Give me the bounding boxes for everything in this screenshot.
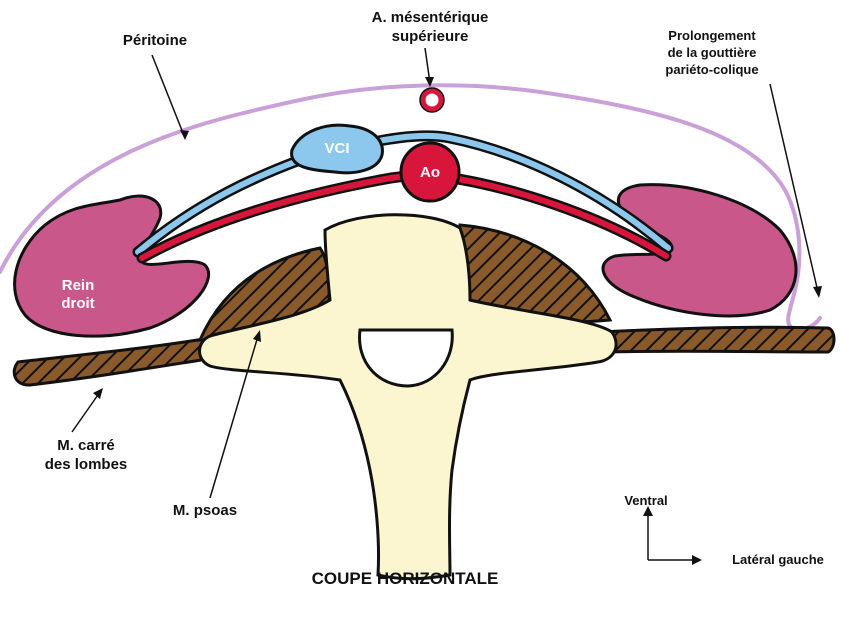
gutter-label-line3: pariéto-colique bbox=[665, 62, 758, 77]
peritoneum-arrowhead bbox=[180, 130, 189, 140]
quadratus-arrowhead bbox=[93, 388, 103, 399]
sma-outline bbox=[419, 87, 445, 113]
quadratus-lumborum-right bbox=[598, 325, 836, 354]
lateral-label: Latéral gauche bbox=[732, 552, 824, 567]
vci-label: VCI bbox=[324, 140, 349, 157]
sma-arrowhead bbox=[425, 77, 434, 87]
aorta-label: Ao bbox=[420, 164, 440, 181]
quadratus-lumborum-left bbox=[12, 336, 216, 387]
diagram-title: COUPE HORIZONTALE bbox=[312, 569, 499, 588]
kidney-label-line2: droit bbox=[61, 295, 94, 312]
psoas-label: M. psoas bbox=[173, 502, 237, 519]
orientation-ventral-arrowhead bbox=[643, 506, 653, 516]
kidney-label-line1: Rein bbox=[62, 277, 95, 294]
superior-mesenteric-artery bbox=[420, 88, 444, 112]
sma-label-line2: supérieure bbox=[392, 28, 469, 45]
gutter-pointer bbox=[769, 83, 819, 293]
psoas-pointer bbox=[209, 335, 259, 499]
peritoneum-line bbox=[0, 83, 822, 332]
quadratus-pointer bbox=[71, 391, 101, 433]
vci-shape bbox=[290, 123, 384, 175]
gutter-arrowhead bbox=[813, 286, 822, 298]
gutter-label-line2: de la gouttière bbox=[668, 45, 757, 60]
gutter-label-line1: Prolongement bbox=[668, 28, 756, 43]
orientation-lateral-arrowhead bbox=[692, 555, 702, 565]
sma-label-line1: A. mésentérique bbox=[372, 9, 489, 26]
left-kidney bbox=[601, 183, 798, 318]
peritoneum-pointer bbox=[151, 54, 186, 139]
aorta-shape bbox=[399, 141, 461, 203]
right-kidney bbox=[13, 194, 211, 338]
psoas-arrowhead bbox=[253, 330, 261, 342]
quadratus-label-line1: M. carré bbox=[57, 437, 115, 454]
vertebral-canal bbox=[358, 328, 454, 388]
vertebra bbox=[198, 213, 618, 581]
peritoneum-label: Péritoine bbox=[123, 32, 187, 49]
quadratus-label-line2: des lombes bbox=[45, 456, 128, 473]
ventral-label: Ventral bbox=[624, 493, 667, 508]
